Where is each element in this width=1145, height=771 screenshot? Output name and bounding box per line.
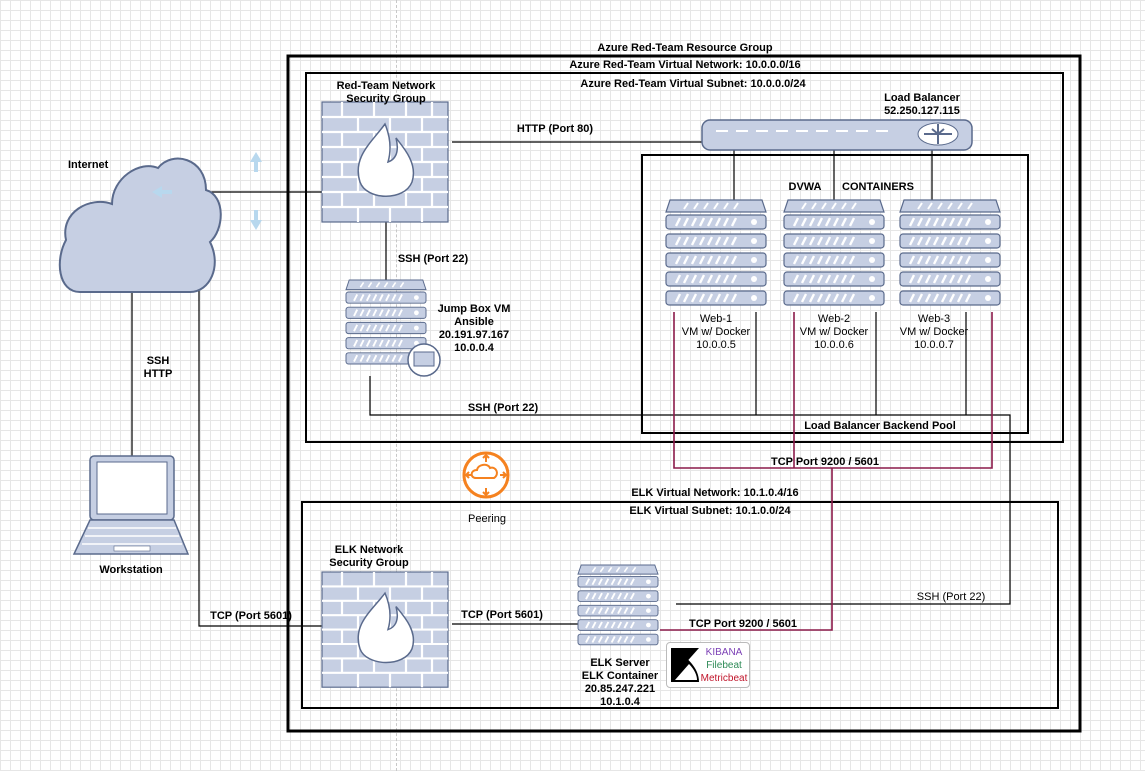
web-1-server-icon bbox=[666, 200, 766, 305]
resource-group-box bbox=[286, 54, 1082, 733]
red-team-firewall-icon bbox=[320, 100, 450, 224]
elk-subnet-label: ELK Virtual Subnet: 10.1.0.0/24 bbox=[629, 505, 791, 517]
peering-icon bbox=[462, 451, 510, 499]
traffic-arrows-icon bbox=[152, 152, 262, 230]
load-balancer-icon bbox=[701, 119, 973, 151]
elk-vnet-label: ELK Virtual Network: 10.1.0.4/16 bbox=[631, 487, 799, 499]
ssh-port-22-elk-label: SSH (Port 22) bbox=[916, 591, 986, 603]
filebeat-label: Filebeat bbox=[706, 660, 742, 671]
resource-group-label: Azure Red-Team Resource Group bbox=[597, 42, 773, 54]
internet-cloud-icon bbox=[58, 157, 222, 293]
tcp-9200-top-label: TCP Port 9200 / 5601 bbox=[770, 456, 880, 468]
internet-label: Internet bbox=[68, 159, 109, 171]
virtual-network-label: Azure Red-Team Virtual Network: 10.0.0.0… bbox=[569, 59, 801, 71]
elk-data-lines bbox=[660, 312, 993, 631]
web-2-server-icon bbox=[784, 200, 884, 305]
kibana-logo-icon bbox=[671, 648, 699, 682]
web-3-server-icon bbox=[900, 200, 1000, 305]
tcp-9200-bottom-label: TCP Port 9200 / 5601 bbox=[688, 618, 798, 630]
workstation-label: Workstation bbox=[99, 564, 163, 576]
tcp-5601-mid-label: TCP (Port 5601) bbox=[461, 609, 543, 621]
containers-label: CONTAINERS bbox=[842, 181, 914, 193]
virtual-subnet-label: Azure Red-Team Virtual Subnet: 10.0.0.0/… bbox=[580, 78, 806, 90]
kibana-label: KIBANA bbox=[705, 647, 743, 658]
ssh-port-22-mid-label: SSH (Port 22) bbox=[467, 402, 539, 414]
metricbeat-label: Metricbeat bbox=[700, 673, 748, 684]
dvwa-label: DVWA bbox=[788, 181, 822, 193]
connection-lines bbox=[131, 141, 1011, 627]
dashed-guide-line bbox=[396, 0, 397, 771]
ssh-port-22-label: SSH (Port 22) bbox=[397, 253, 469, 265]
elk-server-icon bbox=[578, 565, 658, 645]
dvwa-containers-box bbox=[641, 154, 1029, 434]
backend-pool-label: Load Balancer Backend Pool bbox=[804, 420, 956, 432]
workstation-laptop-icon bbox=[72, 455, 190, 555]
monitor-icon bbox=[407, 343, 441, 377]
elk-stack-badge: KIBANA Filebeat Metricbeat bbox=[666, 642, 750, 688]
http-port-80-label: HTTP (Port 80) bbox=[516, 123, 594, 135]
red-team-vnet-box bbox=[305, 72, 1064, 443]
elk-firewall-icon bbox=[320, 570, 450, 689]
tcp-5601-left-label: TCP (Port 5601) bbox=[210, 610, 292, 622]
peering-label: Peering bbox=[468, 513, 506, 525]
elk-vnet-box bbox=[301, 501, 1059, 709]
